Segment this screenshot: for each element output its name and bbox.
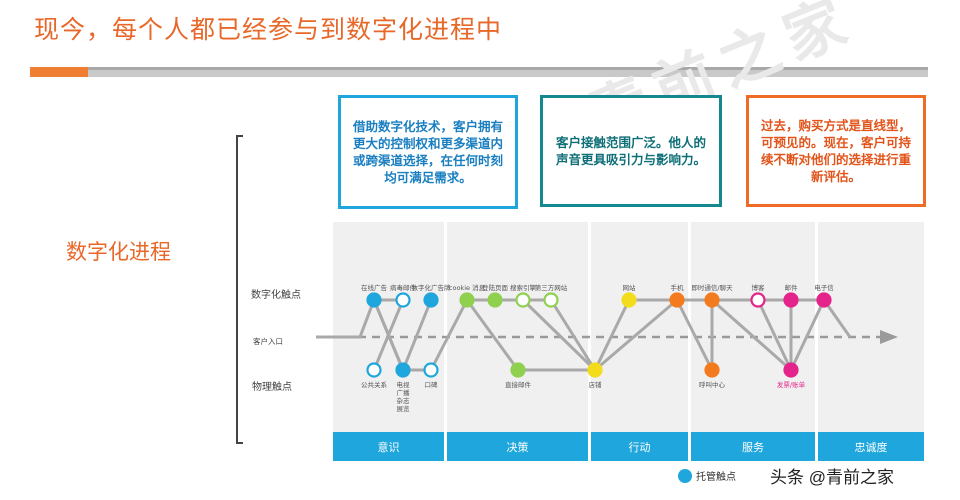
row-label-physical: 物理触点 — [252, 382, 292, 393]
journey-branch-7 — [594, 298, 678, 372]
callout-reach: 客户接触范围广泛。他人的声音更具吸引力与影响力。 — [540, 95, 722, 207]
physical-touchpoint-4 — [587, 362, 603, 378]
physical-touchpoint-label-1-3: 展览 — [397, 404, 411, 413]
stage-awareness: 意识 — [333, 432, 444, 461]
digital-touchpoint-10 — [750, 292, 766, 308]
legend-dot-icon — [678, 468, 692, 483]
digital-touchpoint-label-11: 邮件 — [785, 283, 799, 292]
title-rule-dark — [88, 67, 928, 70]
journey-branch-2 — [372, 299, 405, 371]
stage-bg-4 — [818, 222, 924, 432]
side-title: 数字化进程 — [66, 240, 171, 264]
brand-mark: 头条 @青前之家 — [770, 468, 894, 487]
physical-touchpoint-label-3-0: 直接邮件 — [505, 380, 532, 389]
digital-touchpoint-label-12: 电子信 — [814, 283, 834, 292]
stage-bg-1 — [447, 222, 588, 432]
digital-touchpoint-label-1: 病毒邮件 — [390, 283, 417, 292]
physical-touchpoint-label-1-0: 电视 — [397, 380, 411, 389]
left-bracket — [236, 135, 243, 444]
legend-label: 托管触点 — [696, 472, 736, 483]
digital-touchpoint-3 — [459, 292, 475, 308]
physical-touchpoint-label-6-0: 发票/账单 — [777, 380, 806, 389]
digital-touchpoint-label-6: 第三方网站 — [535, 283, 568, 292]
callout-nonlinear: 过去，购买方式是直线型，可预见的。现在，客户可持续不断对他们的选择进行重新评估。 — [746, 95, 926, 207]
physical-touchpoint-3 — [510, 362, 526, 378]
title-rule — [30, 67, 928, 77]
stage-decision: 决策 — [447, 432, 588, 461]
physical-touchpoint-label-0-0: 公共关系 — [361, 380, 388, 389]
journey-branch-10 — [756, 299, 793, 371]
digital-touchpoint-label-5: 搜索引擎 — [510, 283, 537, 292]
legend: 托管触点 — [678, 468, 736, 483]
stage-service: 服务 — [691, 432, 815, 461]
journey-branch-13 — [675, 299, 714, 371]
physical-touchpoint-6 — [783, 362, 799, 378]
digital-touchpoint-8 — [669, 292, 685, 308]
digital-touchpoint-label-10: 博客 — [752, 283, 766, 292]
digital-touchpoint-label-4: 登陆页面 — [482, 283, 509, 292]
journey-branch-3 — [401, 299, 433, 371]
stage-bg-2 — [591, 222, 688, 432]
digital-touchpoint-2 — [423, 292, 439, 308]
row-label-entry: 客户入口 — [253, 337, 283, 346]
physical-touchpoint-label-4-0: 店铺 — [589, 380, 603, 389]
title-rule-accent — [30, 67, 88, 77]
physical-touchpoint-label-1-2: 杂志 — [397, 396, 411, 405]
digital-touchpoint-12 — [816, 292, 832, 308]
digital-touchpoint-5 — [515, 292, 531, 308]
callout-control: 借助数字化技术，客户拥有更大的控制权和更多渠道内或跨渠道选择，在任何时刻均可满足… — [338, 95, 518, 209]
digital-touchpoint-7 — [621, 292, 637, 308]
row-label-digital: 数字化触点 — [251, 290, 301, 301]
physical-touchpoint-5 — [704, 362, 720, 378]
digital-touchpoint-0 — [366, 292, 382, 308]
physical-touchpoint-2 — [423, 362, 439, 378]
digital-touchpoint-1 — [395, 292, 411, 308]
digital-touchpoint-label-8: 手机 — [671, 283, 685, 292]
digital-touchpoint-label-9: 即时通信/聊天 — [691, 283, 733, 292]
physical-touchpoint-label-5-0: 呼叫中心 — [699, 380, 726, 389]
digital-touchpoint-9 — [704, 292, 720, 308]
physical-touchpoint-label-2-0: 口碑 — [425, 380, 439, 389]
physical-touchpoint-1 — [395, 362, 411, 378]
digital-touchpoint-label-2: 数字化广告牌 — [412, 283, 452, 292]
stage-loyalty: 忠诚度 — [818, 432, 924, 461]
stage-bg-0 — [333, 222, 444, 432]
digital-touchpoint-6 — [543, 292, 559, 308]
digital-touchpoint-label-0: 在线广告 — [361, 283, 388, 292]
digital-touchpoint-11 — [783, 292, 799, 308]
stage-action: 行动 — [591, 432, 688, 461]
digital-touchpoint-label-7: 网站 — [623, 283, 637, 292]
digital-touchpoint-label-3: cookie 消息 — [449, 283, 486, 292]
physical-touchpoint-0 — [366, 362, 382, 378]
digital-touchpoint-4 — [487, 292, 503, 308]
journey-branch-4 — [465, 299, 520, 371]
stage-bg-3 — [691, 222, 815, 432]
entry-arrow-icon — [880, 330, 898, 344]
journey-branch-12 — [789, 299, 826, 371]
physical-touchpoint-label-1-1: 广播 — [397, 388, 411, 397]
journey-branch-9 — [711, 298, 792, 372]
journey-branch-6 — [521, 298, 597, 372]
page-title: 现今，每个人都已经参与到数字化进程中 — [34, 15, 503, 44]
